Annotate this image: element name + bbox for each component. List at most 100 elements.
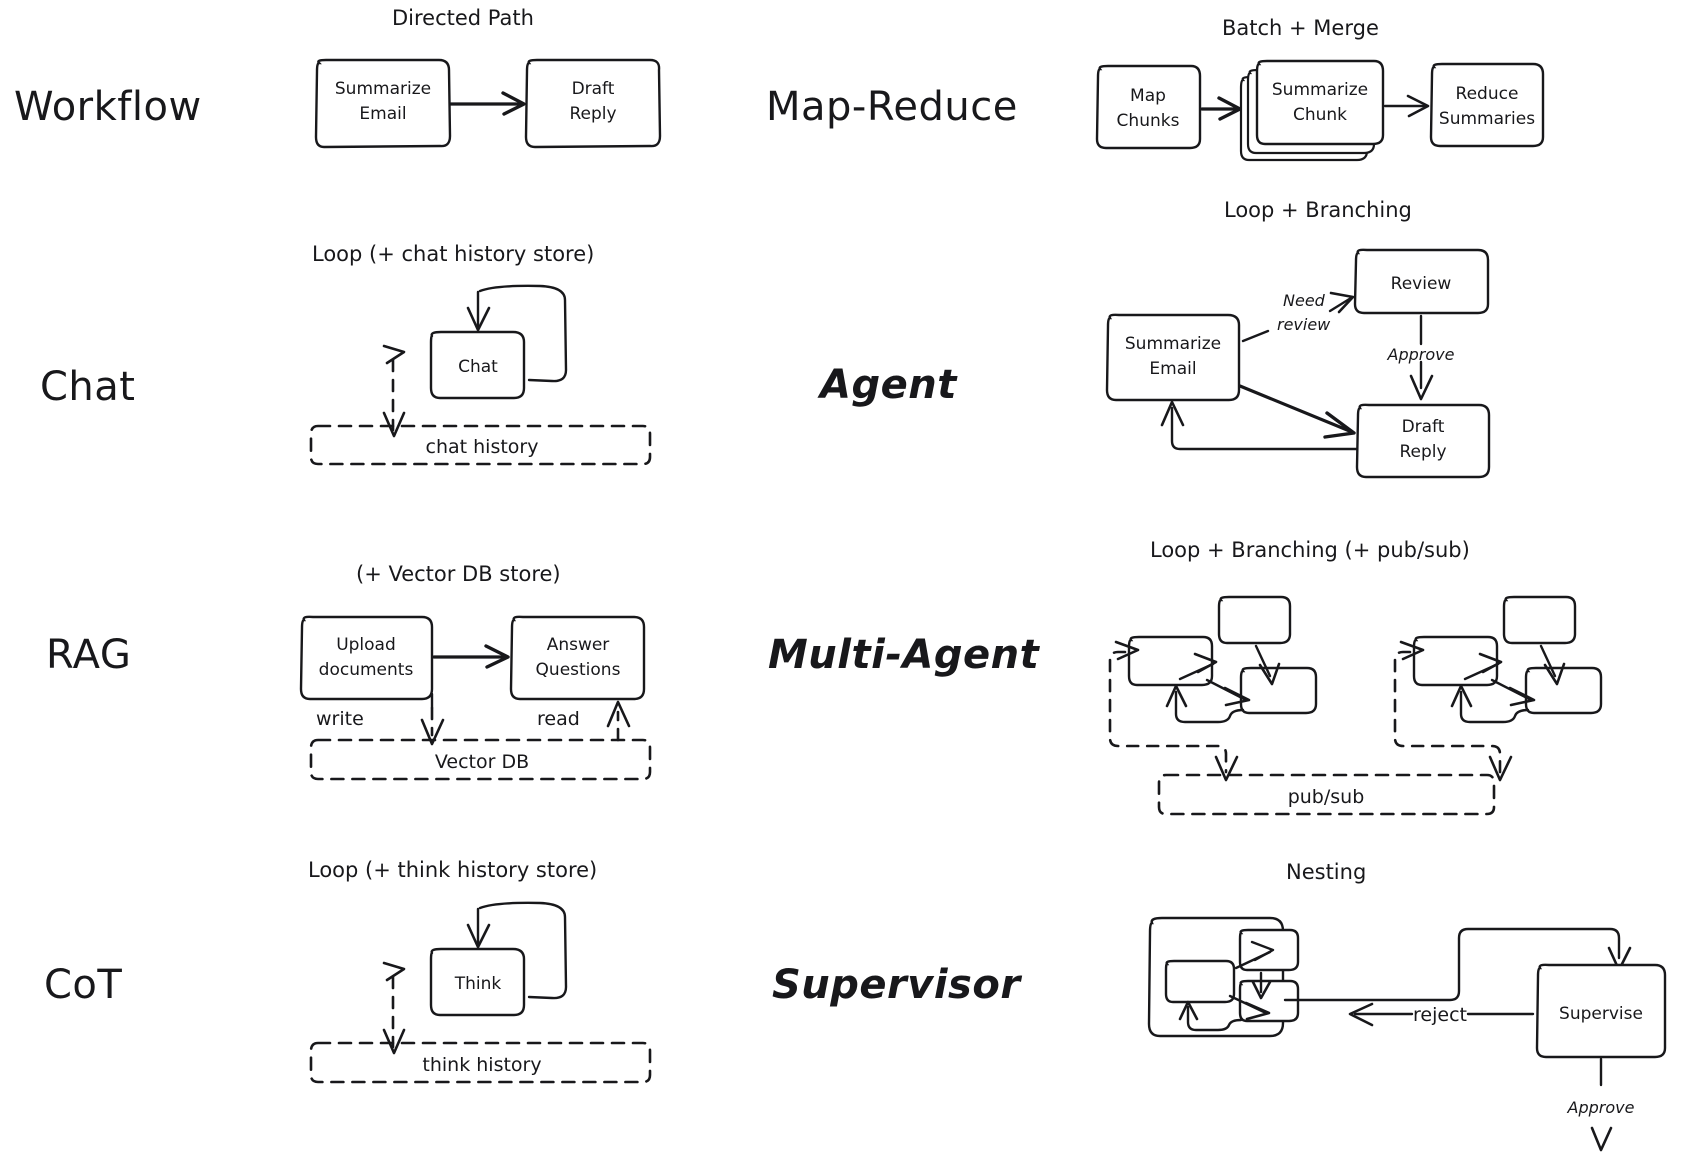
store-vector-db-label: Vector DB [435, 751, 529, 773]
supervisor-inner-left-to-top-arrowhead [1250, 940, 1275, 962]
node-draft-reply-box [524, 58, 662, 149]
node-reduce-summaries-box [1429, 62, 1545, 148]
caption-directed-path: Directed Path [392, 6, 534, 30]
cluster-a-right-to-left-loopback [1174, 690, 1245, 724]
store-vector-db-box [309, 738, 652, 781]
supervisor-inner-loopback [1186, 1005, 1243, 1032]
row-label-workflow: Workflow [14, 84, 202, 130]
cluster-b-dashed-in-arrowhead [1399, 640, 1425, 661]
rag-write-arrowhead [420, 718, 445, 746]
node-draft-reply-line1: Draft [572, 79, 615, 99]
supervisor-approve-arrowhead [1590, 1126, 1613, 1152]
row-label-supervisor: Supervisor [772, 962, 1021, 1008]
rag-upload-to-answer-arrowhead [484, 644, 510, 669]
node-summarize-chunk-line1: Summarize [1272, 80, 1368, 100]
rag-graph: Upload documents Answer Questions write … [299, 615, 652, 781]
agent-edge-approve-label: Approve [1387, 345, 1455, 364]
row-label-chat: Chat [40, 364, 136, 410]
cluster-a-top-to-right-edge [1254, 644, 1272, 678]
caption-batch-merge: Batch + Merge [1222, 16, 1379, 40]
store-pubsub-label: pub/sub [1288, 786, 1365, 808]
node-answer-questions-box [509, 615, 646, 701]
supervisor-edge-reject-label: reject [1413, 1004, 1467, 1026]
agent-summarize-to-draft-edge [1238, 384, 1354, 434]
agent-loopback-arrowhead [1160, 400, 1185, 427]
cluster-a-node-top [1217, 595, 1292, 645]
rag-edge-read-label: read [537, 708, 580, 730]
node-think-label: Think [454, 974, 502, 994]
supervisor-inner-left-to-bottom-arrowhead [1244, 1001, 1271, 1021]
store-pubsub-box [1157, 773, 1496, 816]
cluster-a-loopback-arrowhead [1165, 684, 1188, 708]
node-summarize-chunk-box [1255, 59, 1385, 146]
node-agent-summarize-line1: Summarize [1125, 334, 1221, 354]
supervisor-inner-loopback-arrowhead [1178, 1000, 1199, 1021]
cluster-b-pubsub-dashed [1393, 650, 1502, 774]
cluster-a-left-to-top-arrowhead [1193, 652, 1218, 674]
row-label-cot: CoT [44, 962, 123, 1008]
cluster-b-node-right [1524, 666, 1603, 715]
store-chat-history-label: chat history [426, 436, 539, 458]
multi-agent-graph: pub/sub [1108, 595, 1603, 816]
caption-multiagent-pubsub: Loop + Branching (+ pub/sub) [1150, 538, 1470, 562]
node-chat-box [429, 330, 526, 400]
node-review-label: Review [1391, 274, 1452, 294]
map-to-summarize-arrowhead [1217, 96, 1242, 121]
supervisor-inner-node-bottom [1238, 979, 1300, 1023]
caption-chat-loop: Loop (+ chat history store) [312, 242, 595, 266]
cot-graph: Think think history [309, 901, 652, 1084]
cluster-a-dashed-out-arrowhead [1214, 755, 1239, 782]
cluster-b-dashed-out-arrowhead [1488, 755, 1513, 782]
node-reduce-summaries-line2: Summaries [1439, 109, 1535, 129]
node-agent-draft-reply-box [1355, 403, 1491, 479]
supervisor-graph: Supervise reject Approve [1147, 916, 1667, 1152]
row-label-multi-agent: Multi-Agent [768, 632, 1040, 678]
caption-cot-loop: Loop (+ think history store) [308, 858, 598, 882]
multi-agent-cluster-a [1108, 595, 1318, 782]
cluster-b-loopback-arrowhead [1450, 684, 1473, 708]
node-summarize-email-box [314, 58, 452, 149]
cluster-b-top-to-right-arrowhead [1543, 662, 1566, 686]
summarize-to-reduce-arrowhead [1406, 94, 1430, 118]
cot-store-out-arrowhead [382, 1028, 406, 1055]
row-label-map-reduce: Map-Reduce [766, 84, 1018, 130]
cluster-b-right-to-left-loopback [1459, 690, 1530, 724]
node-supervise-box [1535, 963, 1667, 1059]
node-draft-reply-line2: Reply [569, 104, 616, 124]
cot-loop-arrowhead [466, 923, 491, 949]
cluster-a-node-right [1239, 666, 1318, 715]
node-answer-line2: Questions [536, 660, 621, 680]
node-upload-documents-box [299, 615, 434, 701]
agent-approve-arrowhead [1409, 374, 1434, 401]
cluster-a-dashed-in-arrowhead [1114, 640, 1140, 661]
multi-agent-cluster-b [1393, 595, 1603, 782]
store-think-history-label: think history [422, 1054, 541, 1076]
node-map-chunks-box [1095, 64, 1202, 150]
node-map-chunks-line2: Chunks [1117, 111, 1180, 131]
node-summarize-email-line1: Summarize [335, 79, 431, 99]
agent-graph: Summarize Email Review Draft Reply Need … [1105, 248, 1491, 479]
chat-loop-back-card [478, 284, 568, 383]
cot-store-in-arrowhead [382, 961, 406, 982]
rag-edge-write-label: write [316, 708, 364, 730]
cluster-a-node-left [1127, 635, 1214, 687]
supervisor-edge-approve-label: Approve [1567, 1098, 1635, 1117]
supervisor-inner-node-top [1238, 928, 1300, 972]
agent-need-review-stub [1241, 329, 1270, 343]
store-think-history-box [309, 1041, 652, 1084]
node-map-chunks-line1: Map [1130, 86, 1166, 106]
node-chat-label: Chat [458, 357, 498, 377]
cluster-b-node-top [1502, 595, 1577, 645]
node-agent-summarize-email-box [1105, 313, 1241, 402]
cluster-a-left-to-right-arrowhead [1223, 686, 1251, 707]
node-reduce-summaries-line1: Reduce [1456, 84, 1519, 104]
node-summarize-chunk-line2: Chunk [1293, 105, 1347, 125]
cluster-b-top-to-right-edge [1539, 644, 1557, 678]
node-review-box [1353, 248, 1490, 315]
agent-edge-need-label: Need [1283, 291, 1326, 310]
agent-need-review-shaft [1328, 296, 1353, 313]
node-agent-summarize-line2: Email [1149, 359, 1196, 379]
agent-need-review-arrowhead [1329, 291, 1355, 314]
